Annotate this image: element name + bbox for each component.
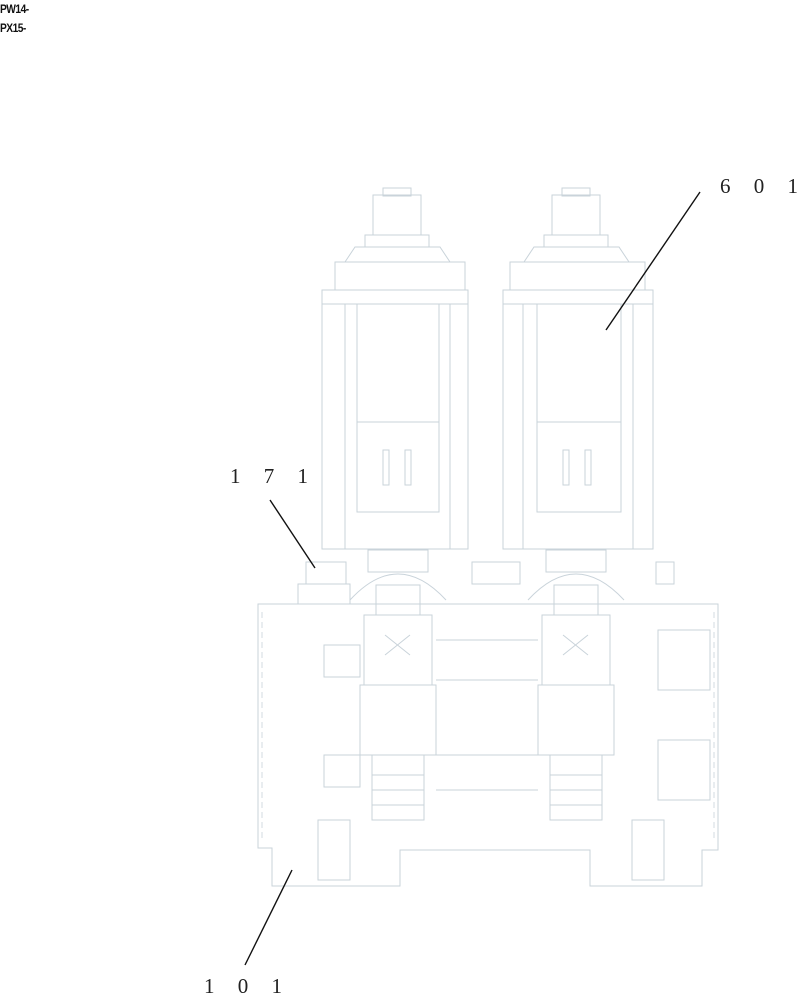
leader-line-101: [244, 869, 293, 966]
model-code-2: PX15-: [0, 21, 26, 35]
mounting-brackets: [297, 561, 675, 605]
callout-101: 1 0 1: [204, 974, 291, 998]
left-spool: [323, 549, 447, 821]
right-spool: [527, 549, 625, 821]
model-code-1: PW14-: [0, 2, 29, 16]
valve-body: [257, 603, 719, 887]
leader-line-171: [269, 499, 316, 569]
passages: [436, 639, 538, 791]
callout-171: 1 7 1: [230, 464, 317, 488]
right-solenoid: [502, 187, 654, 550]
leader-line-601: [605, 191, 701, 331]
valve-assembly-drawing: [244, 187, 719, 966]
callout-601: 6 0 1: [720, 174, 807, 198]
left-solenoid: [321, 187, 469, 550]
